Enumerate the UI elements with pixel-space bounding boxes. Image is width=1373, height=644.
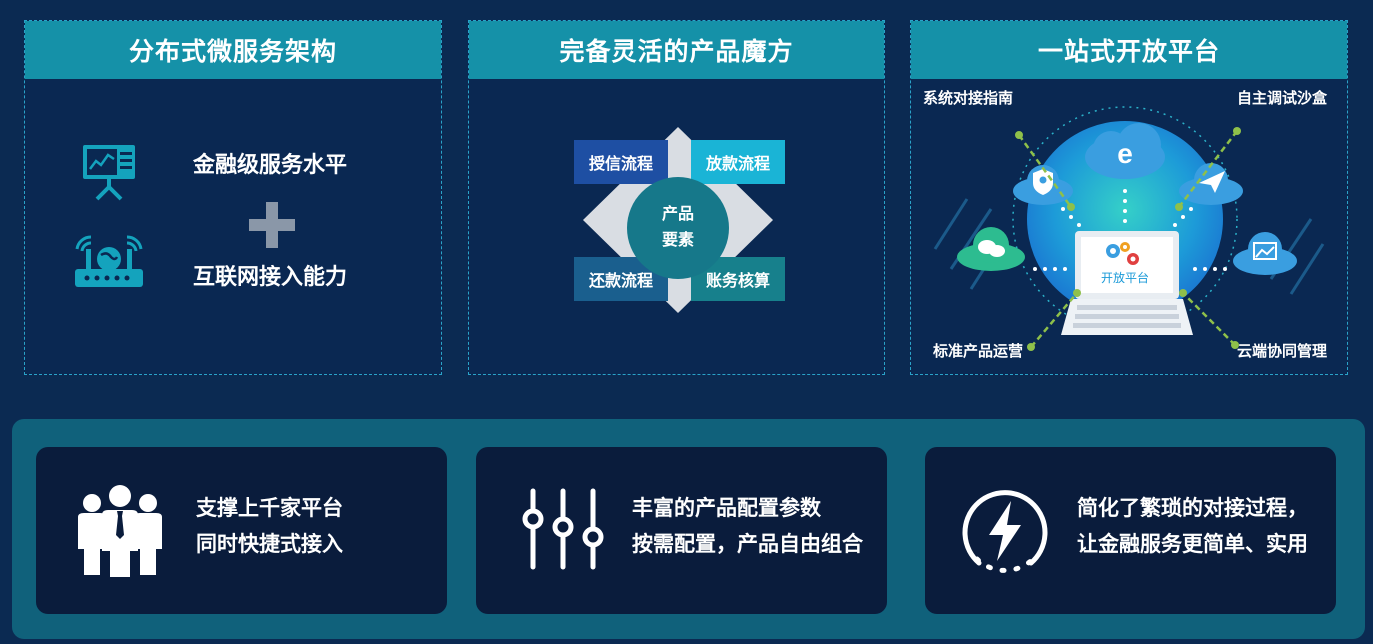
screen-text: 开放平台 bbox=[1101, 270, 1149, 285]
image-icon bbox=[1233, 232, 1297, 275]
shield-user-icon bbox=[1013, 165, 1073, 205]
architecture-title: 分布式微服务架构 bbox=[25, 21, 441, 79]
laptop-shape: 开放平台 bbox=[1061, 231, 1193, 335]
platform-panel: 一站式开放平台 e bbox=[910, 20, 1348, 375]
platform-title: 一站式开放平台 bbox=[911, 21, 1347, 79]
center-line2: 要素 bbox=[661, 232, 694, 249]
label-product-operation: 标准产品运营 bbox=[933, 343, 1024, 360]
platform-illustration: e bbox=[933, 106, 1325, 351]
paper-plane-icon bbox=[1179, 163, 1243, 205]
label-integration-guide: 系统对接指南 bbox=[923, 90, 1014, 107]
svg-text:e: e bbox=[1117, 138, 1133, 169]
card-platform-support: 支撑上千家平台 同时快捷式接入 bbox=[36, 447, 447, 614]
plus-icon bbox=[249, 202, 295, 248]
card3-line1: 简化了繁琐的对接过程， bbox=[1077, 497, 1308, 520]
card2-line1: 丰富的产品配置参数 bbox=[632, 497, 821, 520]
people-group-icon bbox=[78, 485, 162, 577]
card1-line1: 支撑上千家平台 bbox=[196, 497, 343, 520]
router-globe-icon bbox=[75, 235, 143, 287]
quad-loan: 放款流程 bbox=[691, 140, 785, 184]
product-elements-circle: 产品 要素 bbox=[627, 177, 729, 279]
browser-e-icon: e bbox=[1085, 123, 1165, 179]
card1-text: 支撑上千家平台 同时快捷式接入 bbox=[196, 491, 343, 563]
architecture-panel: 分布式微服务架构 金融级服务水平 互联网接入能力 bbox=[24, 20, 442, 375]
product-title: 完备灵活的产品魔方 bbox=[469, 21, 884, 79]
presentation-board-icon bbox=[83, 145, 135, 201]
product-panel: 完备灵活的产品魔方 授信流程 放款流程 还款流程 账务核算 产品 要素 bbox=[468, 20, 885, 375]
card-simplified: 简化了繁琐的对接过程， 让金融服务更简单、实用 bbox=[925, 447, 1336, 614]
card1-line2: 同时快捷式接入 bbox=[196, 533, 343, 556]
card3-line2: 让金融服务更简单、实用 bbox=[1077, 533, 1308, 556]
center-line1: 产品 bbox=[661, 206, 694, 223]
card2-text: 丰富的产品配置参数 按需配置，产品自由组合 bbox=[632, 491, 863, 563]
sliders-icon bbox=[522, 488, 604, 570]
label-debug-sandbox: 自主调试沙盒 bbox=[1237, 90, 1328, 107]
lightning-icon bbox=[962, 490, 1048, 573]
card3-text: 简化了繁琐的对接过程， 让金融服务更简单、实用 bbox=[1077, 491, 1308, 563]
quad-repay: 还款流程 bbox=[574, 257, 668, 301]
architecture-line2: 互联网接入能力 bbox=[193, 264, 348, 289]
card2-line2: 按需配置，产品自由组合 bbox=[632, 533, 863, 556]
chat-bubble-icon bbox=[957, 227, 1025, 271]
label-cloud-management: 云端协同管理 bbox=[1237, 343, 1328, 360]
quad-credit: 授信流程 bbox=[574, 140, 668, 184]
card-product-config: 丰富的产品配置参数 按需配置，产品自由组合 bbox=[476, 447, 887, 614]
gear-icon bbox=[1106, 242, 1139, 265]
architecture-line1: 金融级服务水平 bbox=[193, 152, 348, 177]
